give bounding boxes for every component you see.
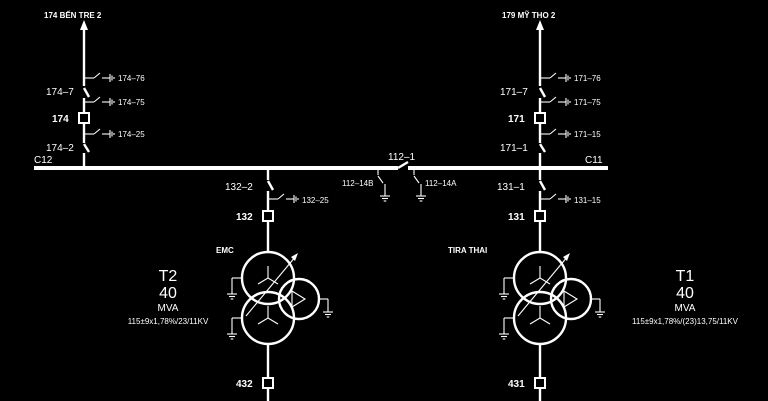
neutral-ground-t2-hv [226, 293, 238, 300]
bus-coupler-112-1 [377, 160, 427, 202]
label-171: 171 [508, 114, 525, 125]
label-171-76: 171–76 [574, 74, 601, 83]
earth-switch-171-76 [539, 72, 571, 83]
tap-changer-arrow-t2 [245, 255, 297, 317]
transformer-t1-spec: 115±9x1,78%/(23)13,75/11KV [632, 317, 739, 326]
label-174: 174 [52, 114, 69, 125]
delta-symbol-t2 [291, 290, 307, 308]
feeder-171 [534, 20, 571, 168]
ground-112-14b [379, 195, 391, 202]
feeder-arrow-left [80, 20, 88, 30]
breaker-131 [534, 210, 546, 222]
transformer-t2-name: T2 [159, 268, 178, 285]
label-131-1: 131–1 [497, 182, 525, 193]
neutral-ground-t1-hv [498, 293, 510, 300]
earth-switch-174-76 [83, 72, 115, 83]
earth-switch-132-25 [267, 193, 299, 204]
label-171-1: 171–1 [500, 143, 528, 154]
breaker-432 [262, 377, 274, 389]
tertiary-ground-t2 [322, 311, 334, 318]
ground-112-14a [415, 195, 427, 202]
disconnector-171-1 [538, 143, 547, 153]
disconnector-112-1 [397, 160, 409, 170]
label-431: 431 [508, 379, 525, 390]
neutral-ground-t1-lv [498, 333, 510, 340]
breaker-132 [262, 210, 274, 222]
tertiary-ground-t1 [594, 311, 606, 318]
earth-switch-174-25 [83, 128, 115, 139]
label-174-75: 174–75 [118, 98, 145, 107]
delta-symbol-t1 [563, 290, 579, 308]
transformer-t2-tag: EMC [216, 246, 234, 255]
label-132-2: 132–2 [225, 182, 253, 193]
label-112-14b: 112–14B [342, 179, 373, 188]
bus-label-c12: C12 [34, 155, 53, 166]
feeder-label-left: 174 BẾN TRE 2 [44, 10, 102, 20]
label-112-14a: 112–14A [425, 179, 457, 188]
earth-switch-174-75 [83, 96, 115, 107]
bay-131 [498, 168, 606, 401]
transformer-t1-unit: MVA [675, 303, 696, 314]
label-174-25: 174–25 [118, 130, 145, 139]
label-131-15: 131–15 [574, 196, 601, 205]
tap-changer-arrow-t1 [517, 255, 569, 317]
label-132-25: 132–25 [302, 196, 329, 205]
label-131: 131 [508, 212, 525, 223]
disconnector-174-2 [82, 143, 91, 153]
breaker-431 [534, 377, 546, 389]
earth-switch-171-15 [539, 128, 571, 139]
label-112-1: 112–1 [388, 152, 416, 163]
label-171-75: 171–75 [574, 98, 601, 107]
bay-132 [226, 168, 334, 401]
transformer-t1-tag: TIRA THAI [448, 246, 487, 255]
disconnector-171-7 [538, 87, 547, 98]
breaker-174 [78, 112, 90, 124]
transformer-t2-unit: MVA [158, 303, 179, 314]
transformer-t1-rating: 40 [676, 285, 694, 302]
disconnector-132-2 [266, 180, 275, 191]
disconnector-174-7 [82, 87, 91, 98]
feeder-arrow-right [536, 20, 544, 30]
earth-switch-171-75 [539, 96, 571, 107]
label-432: 432 [236, 379, 253, 390]
label-171-7: 171–7 [500, 87, 528, 98]
transformer-t1-name: T1 [676, 268, 695, 285]
label-174-2: 174–2 [46, 143, 74, 154]
breaker-171 [534, 112, 546, 124]
disconnector-131-1 [538, 180, 547, 191]
feeder-label-right: 179 MỸ THO 2 [502, 11, 556, 20]
label-174-7: 174–7 [46, 87, 74, 98]
neutral-ground-t2-lv [226, 333, 238, 340]
earth-switch-131-15 [539, 193, 571, 204]
bus-label-c11: C11 [585, 155, 603, 166]
feeder-174 [78, 20, 115, 168]
transformer-t2-rating: 40 [159, 285, 177, 302]
label-174-76: 174–76 [118, 74, 145, 83]
label-132: 132 [236, 212, 253, 223]
transformer-t2-spec: 115±9x1,78%/23/11KV [128, 317, 209, 326]
label-171-15: 171–15 [574, 130, 601, 139]
